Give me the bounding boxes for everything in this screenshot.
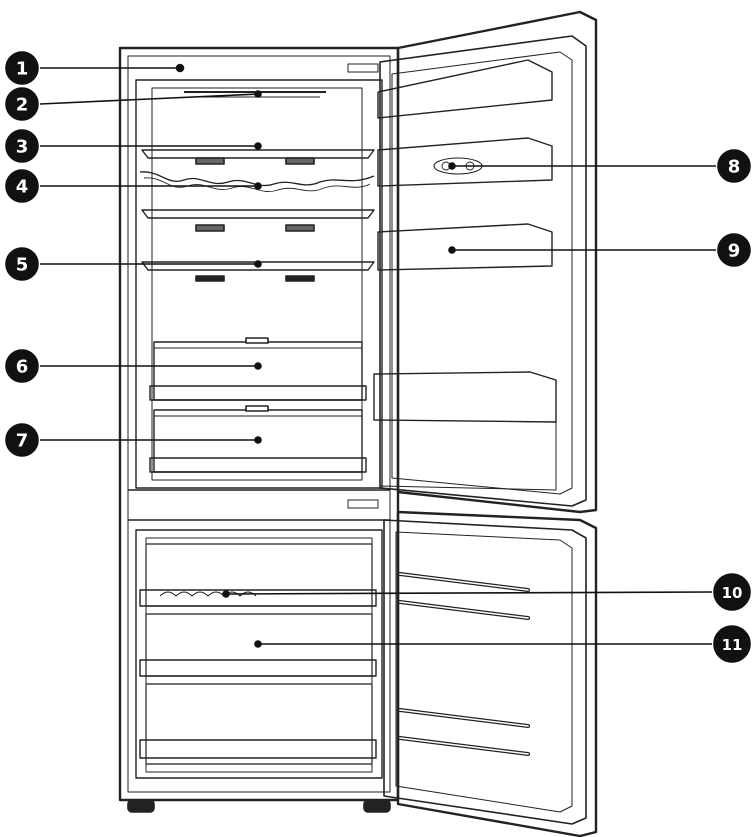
callout-number: 11 xyxy=(722,636,743,654)
callout-number: 3 xyxy=(16,137,29,158)
callout-number: 5 xyxy=(16,255,29,276)
callout-number: 9 xyxy=(728,241,741,262)
freezer-door xyxy=(383,510,598,837)
callout-number: 6 xyxy=(16,357,29,378)
freezer-interior xyxy=(139,543,377,765)
fridge-interior xyxy=(139,63,379,509)
cabinet xyxy=(118,46,400,813)
callout-6: 6 xyxy=(5,349,262,383)
callout-3: 3 xyxy=(5,129,262,163)
callout-9: 9 xyxy=(448,233,751,267)
callout-number: 10 xyxy=(722,584,743,602)
callout-5: 5 xyxy=(5,247,262,281)
callout-11: 11 xyxy=(254,625,751,663)
callout-10: 10 xyxy=(222,573,751,611)
callout-8: 8 xyxy=(448,149,751,183)
callouts: 1 2 3 4 5 xyxy=(5,51,751,663)
callout-1: 1 xyxy=(5,51,184,85)
callout-7: 7 xyxy=(5,423,262,457)
callout-number: 1 xyxy=(16,59,29,80)
callout-number: 4 xyxy=(16,177,29,198)
callout-number: 8 xyxy=(728,157,741,178)
callout-number: 7 xyxy=(16,431,29,452)
fridge-door xyxy=(373,10,598,514)
callout-number: 2 xyxy=(16,95,29,116)
callout-2: 2 xyxy=(5,87,262,121)
callout-4: 4 xyxy=(5,169,262,203)
